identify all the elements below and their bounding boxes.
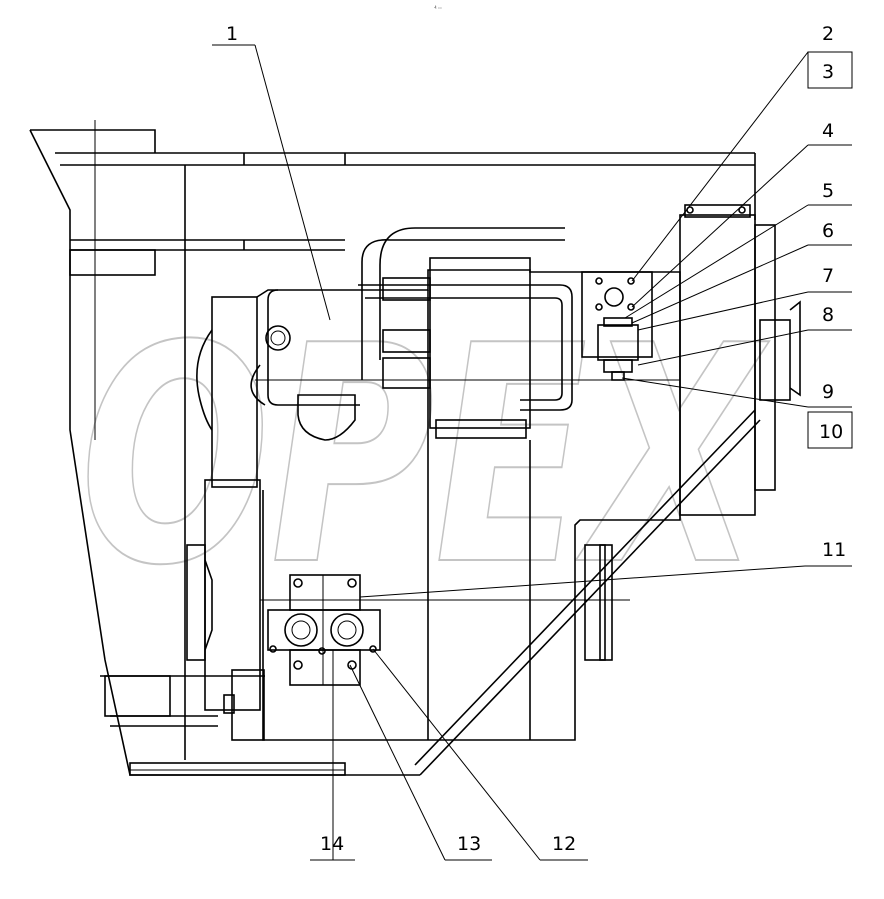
callout-9: 9 — [822, 381, 834, 403]
callouts: 1 2 3 4 5 6 7 8 9 10 11 12 13 14 — [226, 23, 846, 855]
callout-box-3 — [807, 51, 853, 89]
callout-box-10 — [807, 411, 853, 449]
callout-4: 4 — [822, 120, 834, 142]
callout-1: 1 — [226, 23, 238, 45]
clamp-assembly — [267, 574, 381, 686]
callout-6: 6 — [822, 220, 834, 242]
leader-lines — [212, 44, 852, 861]
callout-3: 3 — [822, 61, 834, 83]
callout-13: 13 — [457, 833, 481, 855]
output-flange — [555, 204, 801, 661]
callout-5: 5 — [822, 180, 834, 202]
callout-8: 8 — [822, 304, 834, 326]
callout-10: 10 — [819, 421, 843, 443]
header-mark: ₰ ₌₌ — [434, 5, 442, 10]
watermark-text: OPEX — [80, 282, 769, 631]
callout-14: 14 — [320, 833, 344, 855]
motor — [223, 669, 265, 741]
watermark: OPEX — [79, 281, 770, 632]
callout-2: 2 — [822, 23, 834, 45]
callout-7: 7 — [822, 265, 834, 287]
callout-12: 12 — [552, 833, 576, 855]
callout-11: 11 — [822, 539, 846, 561]
